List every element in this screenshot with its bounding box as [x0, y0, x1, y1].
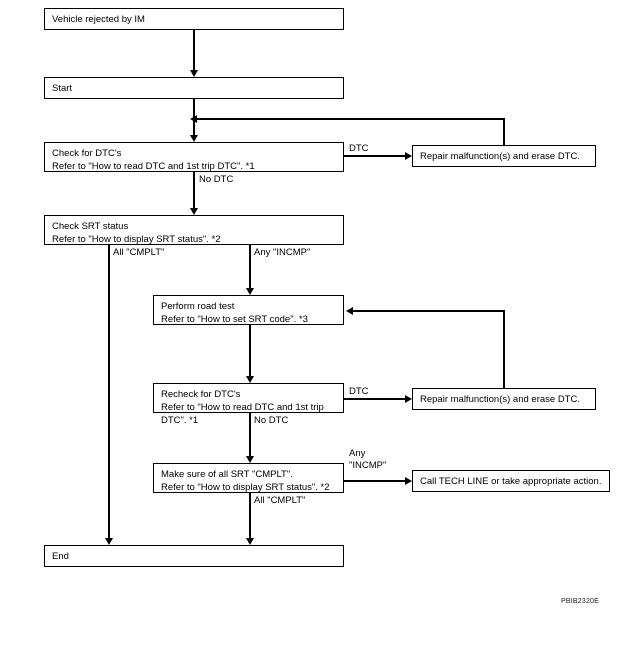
node-repair-dtc-1: Repair malfunction(s) and erase DTC.: [412, 145, 596, 167]
node-recheck-dtc: Recheck for DTC's Refer to "How to read …: [153, 383, 344, 426]
edge-label-any-incmp-2: Any "INCMP": [349, 448, 387, 471]
arrowhead-check-srt-to-end: [105, 538, 113, 545]
edge-label-all-cmplt-2: All "CMPLT": [254, 495, 306, 506]
arrowhead-start-to-check-dtc: [190, 135, 198, 142]
node-check-dtc: Check for DTC's Refer to "How to read DT…: [44, 142, 344, 172]
edge-label-all-cmplt-1: All "CMPLT": [113, 247, 165, 258]
arrowhead-recheck-to-repair-2: [405, 395, 412, 403]
connector-check-dtc-to-repair-1: [344, 155, 406, 157]
connector-repair-1-feedback-left: [196, 118, 504, 120]
node-start: Start: [44, 77, 344, 99]
connector-check-srt-to-road-test: [249, 245, 251, 288]
connector-check-dtc-to-check-srt: [193, 172, 195, 208]
node-end: End: [44, 545, 344, 567]
node-make-sure-srt: Make sure of all SRT "CMPLT". Refer to "…: [153, 463, 344, 493]
connector-recheck-to-repair-2: [344, 398, 406, 400]
arrowhead-check-dtc-to-check-srt: [190, 208, 198, 215]
arrowhead-repair-1-feedback: [190, 115, 197, 123]
connector-check-srt-to-end: [108, 245, 110, 538]
arrowhead-road-test-to-recheck: [246, 376, 254, 383]
edge-label-no-dtc-1: No DTC: [199, 174, 234, 185]
arrowhead-vehicle-to-start: [190, 70, 198, 77]
reference-code: PBIB2320E: [561, 598, 599, 605]
edge-label-no-dtc-2: No DTC: [254, 415, 289, 426]
edge-label-dtc-2: DTC: [349, 386, 369, 397]
node-road-test: Perform road test Refer to "How to set S…: [153, 295, 344, 325]
connector-road-test-to-recheck: [249, 325, 251, 376]
node-repair-dtc-2: Repair malfunction(s) and erase DTC.: [412, 388, 596, 410]
edge-label-any-incmp-1: Any "INCMP": [254, 247, 311, 258]
connector-repair-2-feedback-left: [352, 310, 505, 312]
arrowhead-recheck-to-make-sure: [246, 456, 254, 463]
connector-make-sure-to-end: [249, 493, 251, 538]
arrowhead-check-srt-to-road-test: [246, 288, 254, 295]
edge-label-dtc-1: DTC: [349, 143, 369, 154]
node-call-tech-line: Call TECH LINE or take appropriate actio…: [412, 470, 610, 492]
node-vehicle-rejected: Vehicle rejected by IM: [44, 8, 344, 30]
connector-repair-2-feedback-up: [503, 310, 505, 389]
connector-repair-1-feedback-up: [503, 118, 505, 146]
node-check-srt: Check SRT status Refer to "How to displa…: [44, 215, 344, 245]
arrowhead-make-sure-to-end: [246, 538, 254, 545]
arrowhead-repair-2-feedback: [346, 307, 353, 315]
connector-recheck-to-make-sure: [249, 413, 251, 456]
arrowhead-make-sure-to-tech-line: [405, 477, 412, 485]
arrowhead-check-dtc-to-repair-1: [405, 152, 412, 160]
connector-vehicle-to-start: [193, 30, 195, 70]
connector-make-sure-to-tech-line: [344, 480, 406, 482]
